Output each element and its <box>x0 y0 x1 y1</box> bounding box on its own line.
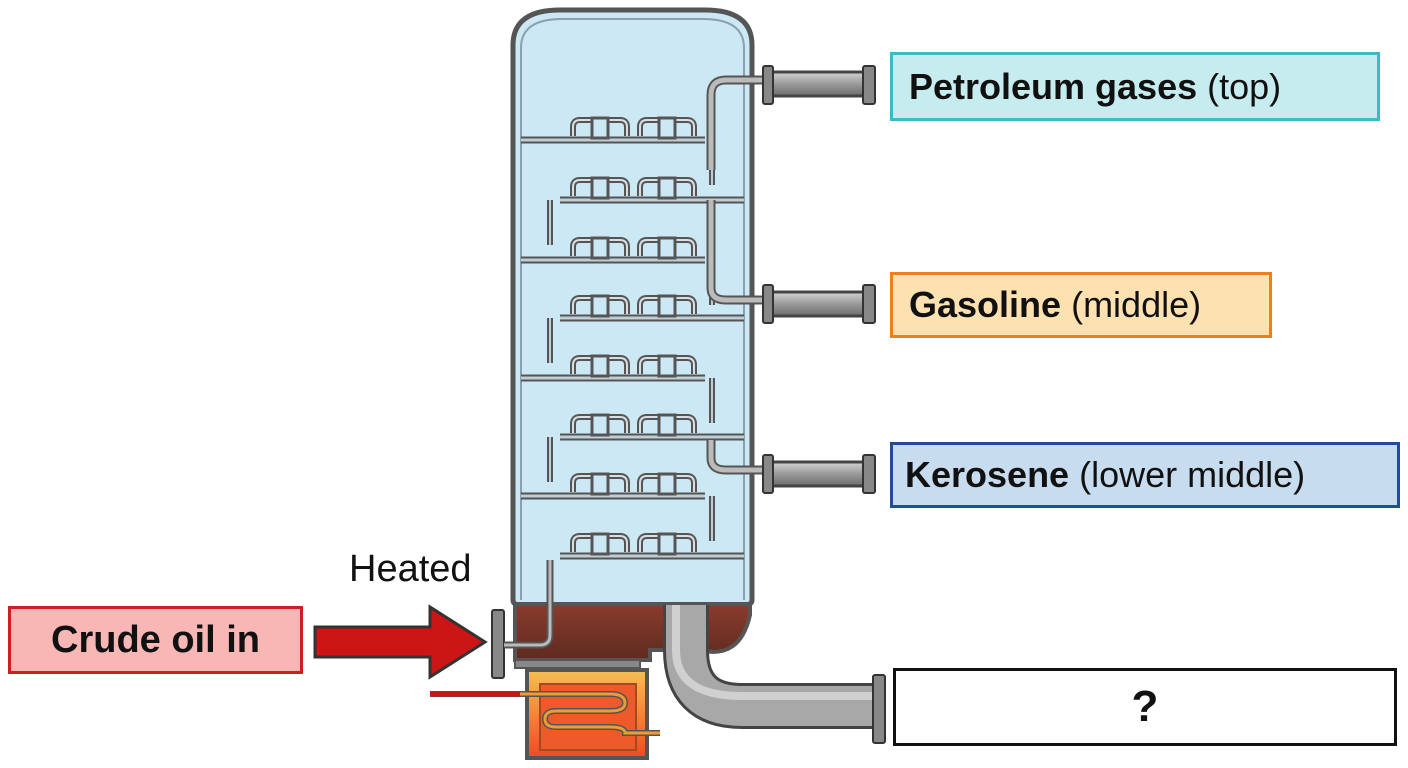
tray <box>521 472 705 500</box>
crude-feed-arrow <box>313 604 488 680</box>
bubble-cap <box>570 413 630 437</box>
bubble-cap <box>570 236 630 260</box>
gasoline-name: Gasoline <box>909 284 1062 325</box>
tray <box>521 116 705 144</box>
gases-outlet-pipe <box>706 65 876 170</box>
gasoline-position: (middle) <box>1071 284 1202 325</box>
heated-label: Heated <box>349 548 472 590</box>
column-inner-wall <box>520 18 745 600</box>
bubble-cap <box>570 176 630 200</box>
bubble-cap <box>570 294 630 318</box>
bubble-cap <box>637 354 697 378</box>
tray <box>521 236 705 264</box>
kerosene-label: Kerosene (lower middle) <box>890 442 1400 508</box>
bubble-cap <box>637 294 697 318</box>
bubble-cap <box>637 532 697 556</box>
bubble-cap <box>570 116 630 140</box>
bubble-cap <box>637 472 697 496</box>
gasoline-outlet-pipe <box>706 200 876 324</box>
kerosene-outlet-pipe <box>706 440 876 494</box>
residue-outlet-pipe <box>663 605 886 744</box>
bubble-cap <box>637 236 697 260</box>
petroleum-gases-label: Petroleum gases (top) <box>890 52 1380 121</box>
bubble-cap <box>570 472 630 496</box>
tray <box>560 413 744 441</box>
petroleum-gases-name: Petroleum gases <box>909 65 1198 107</box>
petroleum-gases-position: (top) <box>1207 65 1282 107</box>
tray <box>521 354 705 382</box>
bubble-cap <box>637 413 697 437</box>
tray <box>560 294 744 322</box>
crude-oil-label: Crude oil in <box>8 606 303 674</box>
column-shell <box>510 7 755 608</box>
bubble-cap <box>570 354 630 378</box>
crude-inlet-pipe <box>491 560 554 679</box>
tray <box>560 532 744 560</box>
kerosene-position: (lower middle) <box>1079 454 1306 495</box>
unknown-product-label: ? <box>893 668 1397 746</box>
gasoline-label: Gasoline (middle) <box>890 272 1272 338</box>
bubble-cap <box>637 176 697 200</box>
bubble-cap <box>637 116 697 140</box>
heater <box>430 668 660 760</box>
bubble-cap <box>570 532 630 556</box>
kerosene-name: Kerosene <box>905 454 1070 495</box>
column-base <box>514 659 641 669</box>
